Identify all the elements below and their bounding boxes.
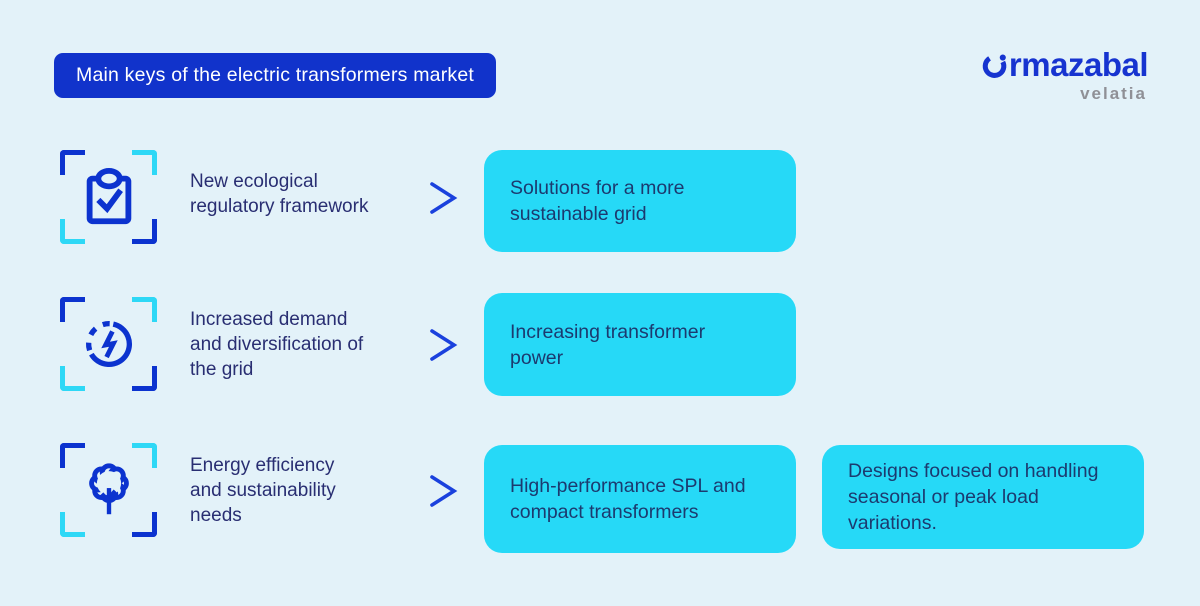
ormazabal-wordmark: rmazabal: [981, 46, 1149, 83]
ormazabal-o-icon: [982, 54, 1007, 78]
bracket-bottom-left: [60, 512, 85, 537]
row3-label: Energy efficiency and sustainability nee…: [190, 455, 336, 526]
bracket-top-right: [132, 150, 157, 175]
bracket-bottom-right: [132, 219, 157, 244]
chevron-right-icon: [430, 182, 458, 214]
icon-frame-row1: [60, 150, 157, 244]
bracket-bottom-left: [60, 366, 85, 391]
ormazabal-wordmark-text: rmazabal: [1008, 46, 1149, 83]
result-box-text: Increasing transformer power: [510, 320, 706, 369]
bracket-top-left: [60, 297, 85, 322]
tree-icon: [88, 463, 129, 515]
icon-frame-row3: [60, 443, 157, 537]
result-box-text: High-performance SPL and compact transfo…: [510, 475, 746, 523]
bracket-bottom-right: [132, 366, 157, 391]
result-box-row1: Solutions for a more sustainable grid: [484, 150, 796, 252]
bracket-top-right: [132, 443, 157, 468]
velatia-tagline: velatia: [1080, 84, 1147, 103]
chevron-right-icon: [430, 329, 458, 361]
clipboard-check-icon: [86, 167, 131, 225]
ormazabal-velatia-logo: rmazabal velatia: [981, 46, 1149, 104]
row1-label: New ecological regulatory framework: [190, 171, 369, 217]
result-box-text: Designs focused on handling seasonal or …: [848, 460, 1099, 534]
result-box-text: Solutions for a more sustainable grid: [510, 177, 685, 225]
title-banner: Main keys of the electric transformers m…: [54, 53, 497, 98]
lightning-circle-icon: [85, 320, 132, 368]
icon-frame-row2: [60, 297, 157, 391]
bracket-top-left: [60, 443, 85, 468]
row2-label: Increased demand and diversification of …: [190, 309, 364, 380]
page-title: Main keys of the electric transformers m…: [76, 64, 475, 86]
bracket-top-left: [60, 150, 85, 175]
bracket-top-right: [132, 297, 157, 322]
bracket-bottom-right: [132, 512, 157, 537]
chevron-right-icon: [430, 475, 458, 507]
bracket-bottom-left: [60, 219, 85, 244]
result-box-row3-primary: High-performance SPL and compact transfo…: [484, 445, 796, 553]
result-box-row3-secondary: Designs focused on handling seasonal or …: [822, 445, 1144, 549]
result-box-row2: Increasing transformer power: [484, 293, 796, 396]
